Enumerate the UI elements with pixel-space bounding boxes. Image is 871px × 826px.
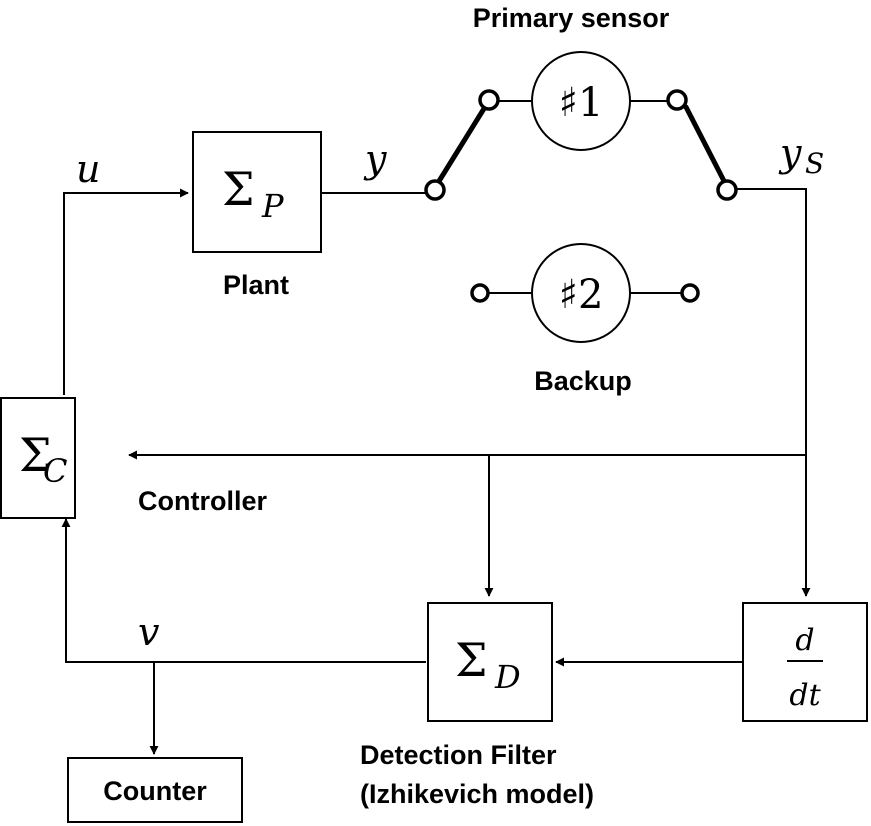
switch-arm-right[interactable] bbox=[683, 104, 727, 184]
signal-ys-subscript: S bbox=[805, 147, 824, 180]
sensor-backup-symbol: ♯2 bbox=[559, 272, 604, 318]
controller-sigma: Σ bbox=[19, 428, 52, 482]
switch-arm-left[interactable] bbox=[433, 104, 488, 189]
detection-caption-line2: (Izhikevich model) bbox=[360, 779, 594, 809]
detection-caption-line1: Detection Filter bbox=[360, 740, 557, 770]
sensor-primary-caption: Primary sensor bbox=[473, 3, 670, 33]
wire-ys bbox=[733, 188, 811, 597]
sensor-backup-caption: Backup bbox=[534, 366, 632, 396]
plant-block[interactable]: Σ P bbox=[192, 131, 322, 253]
controller-caption: Controller bbox=[138, 486, 267, 516]
detection-subscript: D bbox=[494, 658, 521, 696]
derivative-denominator: dt bbox=[789, 678, 821, 713]
plant-subscript: P bbox=[261, 187, 284, 225]
detection-sigma: Σ bbox=[455, 633, 488, 687]
wire-v bbox=[61, 518, 426, 663]
plant-caption: Plant bbox=[223, 270, 289, 300]
signal-v-label: v bbox=[138, 610, 160, 654]
signal-y-label: y bbox=[363, 137, 387, 181]
terminal-sensor1-out bbox=[666, 89, 688, 111]
terminal-switch-in bbox=[424, 179, 446, 201]
counter-label: Counter bbox=[103, 776, 207, 806]
terminal-switch-out bbox=[716, 179, 738, 201]
plant-sigma: Σ bbox=[222, 162, 255, 216]
sensor-backup[interactable]: ♯2 bbox=[531, 243, 631, 343]
controller-block[interactable]: Σ C bbox=[0, 397, 76, 519]
controller-subscript: C bbox=[43, 452, 67, 490]
terminal-sensor2-in bbox=[470, 283, 490, 303]
detection-filter-block[interactable]: Σ D bbox=[427, 602, 553, 722]
counter-block[interactable]: Counter bbox=[67, 757, 243, 823]
signal-u-label: u bbox=[76, 147, 100, 191]
derivative-numerator: d bbox=[795, 623, 814, 658]
terminal-sensor2-out bbox=[680, 283, 700, 303]
wire-u bbox=[63, 188, 189, 395]
signal-ys-label: y bbox=[778, 131, 802, 175]
sensor-primary-symbol: ♯1 bbox=[559, 80, 604, 126]
sensor-primary[interactable]: ♯1 bbox=[531, 51, 631, 151]
derivative-block[interactable]: d dt bbox=[742, 602, 868, 722]
terminal-sensor1-in bbox=[478, 89, 500, 111]
